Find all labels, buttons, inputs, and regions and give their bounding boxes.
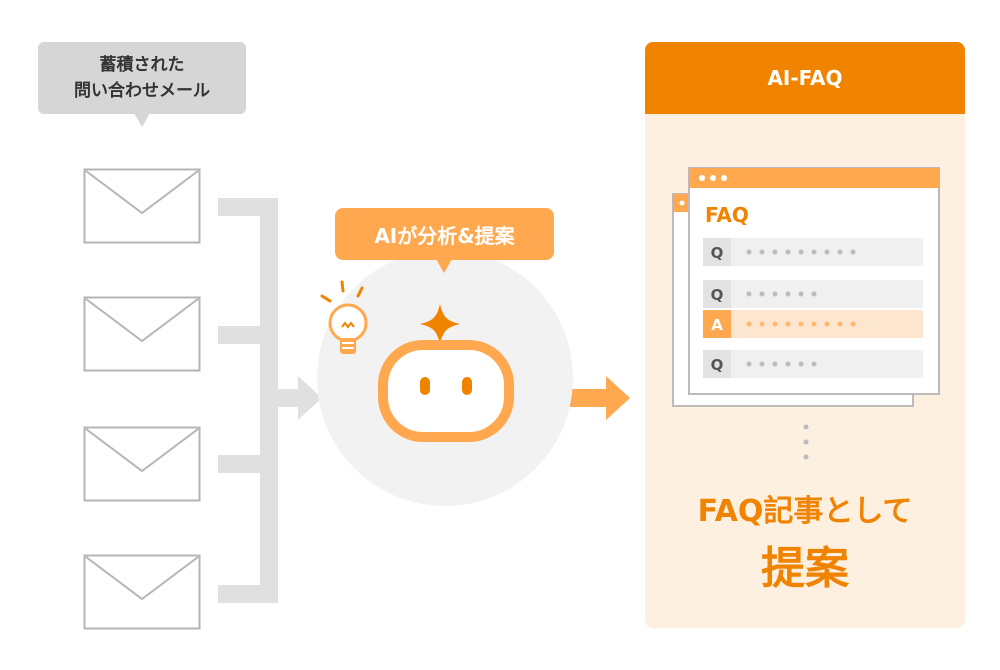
- faq-window-title: FAQ: [705, 203, 749, 227]
- arrow-right-icon: [568, 376, 630, 420]
- stored-emails-line2: 問い合わせメール: [74, 81, 210, 101]
- faq-row: Q: [703, 350, 923, 378]
- more-dots: [803, 424, 809, 460]
- envelope-icon: [83, 426, 201, 502]
- envelope-icon: [83, 168, 201, 244]
- faq-row-label: Q: [711, 244, 724, 262]
- faq-window-illustration: FAQ Q Q A: [672, 167, 940, 460]
- faq-row: Q: [703, 280, 923, 308]
- ai-analysis-bubble: AIが分析&提案: [335, 208, 554, 273]
- stored-emails-line1: 蓄積された: [99, 55, 185, 75]
- lightbulb-icon: [320, 280, 368, 354]
- ai-faq-panel: AI-FAQ FAQ Q Q: [645, 42, 965, 628]
- sparkle-icon: [420, 304, 460, 344]
- stored-emails-bubble: 蓄積された 問い合わせメール: [38, 42, 246, 127]
- faq-row-label: Q: [711, 286, 724, 304]
- faq-row-label: A: [711, 316, 723, 334]
- envelope-icon: [83, 554, 201, 630]
- ai-analysis-label: AIが分析&提案: [374, 223, 515, 248]
- faq-caption-line2: 提案: [761, 543, 849, 594]
- envelope-icon: [83, 296, 201, 372]
- ai-faq-title: AI-FAQ: [767, 66, 843, 90]
- faq-row-label: Q: [711, 356, 724, 374]
- ai-faq-header: AI-FAQ: [645, 42, 965, 114]
- faq-row-answer: A: [703, 310, 923, 338]
- faq-row: Q: [703, 238, 923, 266]
- robot-icon: [378, 340, 514, 442]
- faq-caption-line1: FAQ記事として: [697, 494, 913, 529]
